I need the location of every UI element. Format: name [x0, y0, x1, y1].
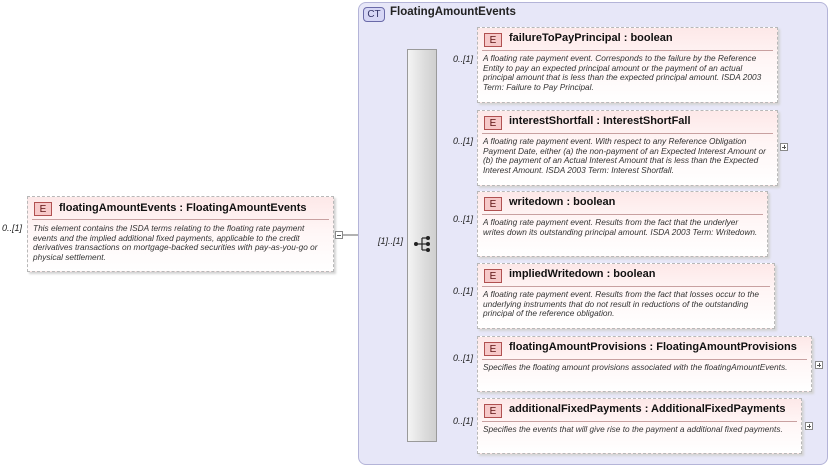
element-doc: A floating rate payment event. Results f… [483, 217, 758, 237]
element-title: floatingAmountEvents : FloatingAmountEve… [59, 202, 307, 214]
child-multiplicity: 0..[1] [453, 136, 474, 146]
element-badge: E [484, 269, 502, 283]
child-element-impliedWritedown[interactable]: E impliedWritedown : boolean A floating … [477, 263, 775, 329]
collapse-toggle[interactable] [335, 231, 343, 239]
element-badge: E [484, 404, 502, 418]
root-multiplicity: 0..[1] [2, 223, 23, 233]
child-multiplicity: 0..[1] [453, 353, 474, 363]
child-element-interestShortfall[interactable]: E interestShortfall : InterestShortFall … [477, 110, 778, 186]
sequence-multiplicity: [1]..[1] [378, 236, 404, 246]
element-doc: Specifies the events that will give rise… [483, 424, 783, 434]
expand-toggle[interactable] [815, 361, 823, 369]
child-multiplicity: 0..[1] [453, 416, 474, 426]
complex-type-title: FloatingAmountEvents [390, 6, 516, 18]
divider [482, 133, 773, 134]
child-multiplicity: 0..[1] [453, 286, 474, 296]
element-doc: This element contains the ISDA terms rel… [33, 223, 318, 262]
divider [482, 421, 797, 422]
element-title: interestShortfall : InterestShortFall [509, 115, 691, 127]
element-title: writedown : boolean [509, 196, 616, 208]
expand-toggle[interactable] [780, 143, 788, 151]
child-element-failureToPayPrincipal[interactable]: E failureToPayPrincipal : boolean A floa… [477, 27, 778, 103]
child-multiplicity: 0..[1] [453, 54, 474, 64]
child-element-writedown[interactable]: E writedown : boolean A floating rate pa… [477, 191, 768, 257]
child-multiplicity: 0..[1] [453, 214, 474, 224]
root-element-floatingAmountEvents[interactable]: E floatingAmountEvents : FloatingAmountE… [27, 196, 334, 272]
child-element-additionalFixedPayments[interactable]: E additionalFixedPayments : AdditionalFi… [477, 398, 802, 454]
element-badge: E [484, 342, 502, 356]
divider [32, 219, 329, 220]
element-doc: A floating rate payment event. Correspon… [483, 53, 762, 92]
element-badge: E [484, 116, 502, 130]
element-title: additionalFixedPayments : AdditionalFixe… [509, 403, 786, 415]
element-doc: A floating rate payment event. Results f… [483, 289, 759, 319]
element-badge: E [484, 33, 502, 47]
element-title: failureToPayPrincipal : boolean [509, 32, 673, 44]
complex-type-badge: CT [363, 7, 385, 22]
expand-toggle[interactable] [805, 422, 813, 430]
divider [482, 359, 807, 360]
element-doc: A floating rate payment event. With resp… [483, 136, 766, 175]
element-title: floatingAmountProvisions : FloatingAmoun… [509, 341, 797, 353]
divider [482, 50, 773, 51]
element-doc: Specifies the floating amount provisions… [483, 362, 788, 372]
child-element-floatingAmountProvisions[interactable]: E floatingAmountProvisions : FloatingAmo… [477, 336, 812, 392]
sequence-icon [414, 236, 430, 252]
divider [482, 214, 763, 215]
element-badge: E [34, 202, 52, 216]
element-badge: E [484, 197, 502, 211]
divider [482, 286, 770, 287]
element-title: impliedWritedown : boolean [509, 268, 656, 280]
